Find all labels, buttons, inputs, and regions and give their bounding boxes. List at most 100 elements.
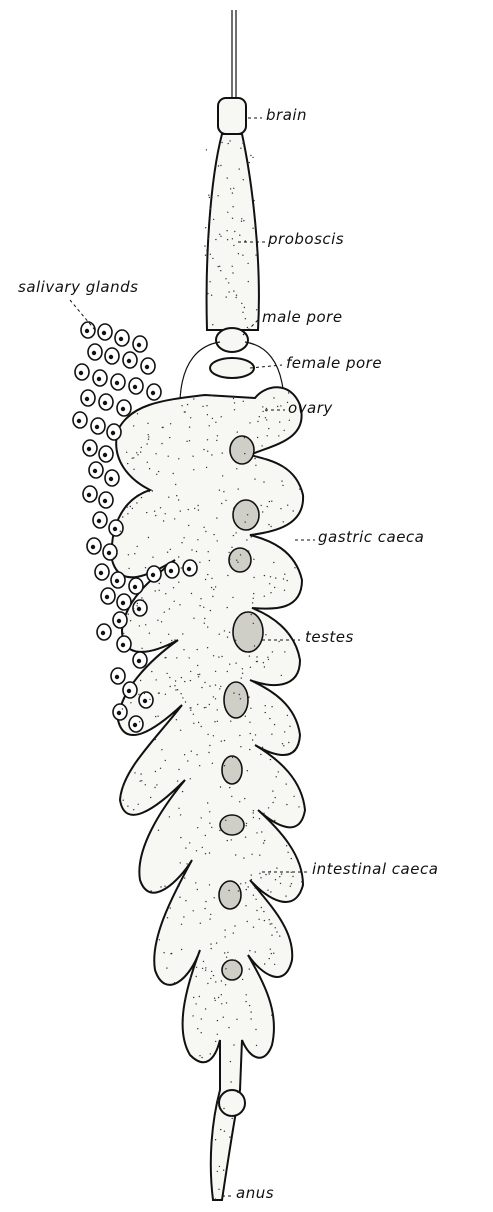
stipple-dot — [269, 583, 270, 584]
stipple-dot — [169, 437, 170, 438]
stipple-dot — [244, 453, 245, 454]
stipple-dot — [236, 468, 237, 469]
stipple-dot — [184, 681, 185, 682]
stipple-dot — [245, 905, 246, 906]
stipple-dot — [271, 501, 272, 502]
gland-nucleus — [169, 569, 173, 573]
stipple-dot — [208, 195, 209, 196]
stipple-dot — [209, 811, 210, 812]
stipple-dot — [211, 971, 212, 972]
stipple-dot — [168, 456, 169, 457]
stipple-dot — [226, 957, 227, 958]
stipple-dot — [199, 996, 200, 997]
stipple-dot — [233, 439, 234, 440]
stipple-dot — [185, 847, 186, 848]
stipple-dot — [245, 318, 246, 319]
stipple-dot — [221, 416, 222, 417]
stipple-dot — [229, 558, 230, 559]
stipple-dot — [246, 889, 247, 890]
stipple-dot — [283, 578, 284, 579]
stipple-dot — [256, 656, 257, 657]
stipple-dot — [268, 807, 269, 808]
stipple-dot — [207, 734, 208, 735]
stipple-dot — [236, 1019, 237, 1020]
stipple-dot — [133, 809, 134, 810]
stipple-dot — [224, 936, 225, 937]
stipple-dot — [229, 140, 230, 141]
stipple-dot — [156, 784, 157, 785]
stipple-dot — [239, 801, 240, 802]
stipple-dot — [180, 862, 181, 863]
stipple-dot — [155, 771, 156, 772]
stipple-dot — [178, 808, 179, 809]
stipple-dot — [183, 1019, 184, 1020]
stipple-dot — [212, 596, 213, 597]
stipple-dot — [226, 1002, 227, 1003]
stipple-dot — [193, 910, 194, 911]
stipple-dot — [253, 812, 254, 813]
stipple-dot — [207, 574, 208, 575]
stipple-dot — [260, 877, 261, 878]
stipple-dot — [182, 791, 183, 792]
stipple-dot — [226, 230, 227, 231]
stipple-dot — [272, 651, 273, 652]
stipple-dot — [238, 253, 239, 254]
stipple-dot — [166, 673, 167, 674]
stipple-dot — [174, 601, 175, 602]
stipple-dot — [183, 649, 184, 650]
stipple-dot — [217, 1020, 218, 1021]
stipple-dot — [255, 465, 256, 466]
stipple-dot — [264, 666, 265, 667]
stipple-dot — [299, 489, 300, 490]
stipple-dot — [202, 406, 203, 407]
stipple-dot — [229, 1136, 230, 1137]
stipple-dot — [175, 484, 176, 485]
stipple-dot — [138, 804, 139, 805]
stipple-dot — [241, 677, 242, 678]
stipple-dot — [263, 911, 264, 912]
gland-nucleus — [151, 573, 155, 577]
stipple-dot — [197, 1028, 198, 1029]
stipple-dot — [219, 830, 220, 831]
stipple-dot — [274, 587, 275, 588]
stipple-dot — [207, 802, 208, 803]
stipple-dot — [207, 451, 208, 452]
gland-nucleus — [107, 551, 111, 555]
stipple-dot — [134, 553, 135, 554]
stipple-dot — [213, 655, 214, 656]
stipple-dot — [178, 769, 179, 770]
stipple-dot — [263, 481, 264, 482]
stipple-dot — [249, 968, 250, 969]
stipple-dot — [233, 535, 234, 536]
stipple-dot — [147, 423, 148, 424]
stipple-dot — [185, 998, 186, 999]
stipple-dot — [245, 837, 246, 838]
stipple-dot — [255, 1029, 256, 1030]
stipple-dot — [210, 914, 211, 915]
stipple-dot — [159, 590, 160, 591]
stipple-dot — [205, 255, 206, 256]
stipple-dot — [202, 968, 203, 969]
stipple-dot — [271, 734, 272, 735]
stipple-dot — [245, 716, 246, 717]
stipple-dot — [284, 731, 285, 732]
stipple-dot — [215, 981, 216, 982]
stipple-dot — [280, 883, 281, 884]
stipple-dot — [264, 840, 265, 841]
stipple-dot — [256, 1045, 257, 1046]
stipple-dot — [265, 705, 266, 706]
stipple-dot — [231, 839, 232, 840]
stipple-dot — [259, 818, 260, 819]
stipple-dot — [186, 863, 187, 864]
stipple-dot — [185, 900, 186, 901]
stipple-dot — [188, 525, 189, 526]
stipple-dot — [236, 295, 237, 296]
stipple-dot — [246, 825, 247, 826]
stipple-dot — [249, 749, 250, 750]
stipple-dot — [283, 521, 284, 522]
stipple-dot — [294, 567, 295, 568]
stipple-dot — [301, 881, 302, 882]
stipple-dot — [184, 877, 185, 878]
stipple-dot — [154, 787, 155, 788]
stipple-dot — [270, 759, 271, 760]
